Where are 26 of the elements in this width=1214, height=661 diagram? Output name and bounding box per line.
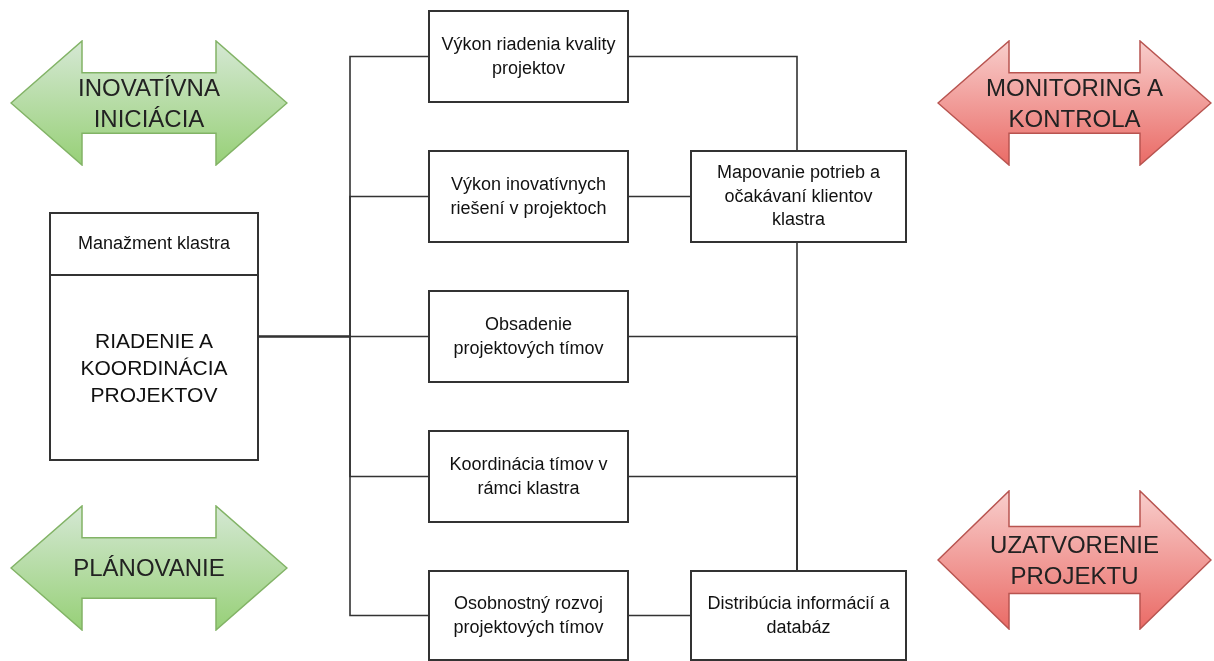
process-box	[428, 290, 629, 383]
phase-label: PLÁNOVANIE	[73, 553, 225, 584]
process-box	[428, 430, 629, 523]
box-text: Výkon inovatívnych riešení v projektoch	[449, 173, 608, 220]
box-text: Distribúcia informácií a databáz	[706, 592, 891, 639]
phase-label: UZATVORENIE PROJEKTU	[989, 529, 1160, 591]
box-heading: Manažment klastra	[77, 232, 231, 256]
connector-line	[258, 335, 429, 617]
process-box	[428, 150, 629, 243]
process-box	[428, 570, 629, 661]
connector-line	[628, 475, 798, 571]
connector-line	[628, 195, 691, 198]
process-box	[690, 150, 907, 243]
connector-line	[628, 614, 691, 617]
connector-line	[628, 55, 798, 151]
phase-label: INOVATÍVNA INICIÁCIA	[77, 72, 221, 134]
process-box	[49, 212, 259, 461]
box-text: Výkon riadenia kvality projektov	[440, 33, 617, 80]
box-text: Obsadenie projektových tímov	[452, 313, 605, 360]
process-box	[428, 10, 629, 103]
box-text: Koordinácia tímov v rámci klastra	[448, 453, 609, 500]
process-box	[690, 570, 907, 661]
box-text: Mapovanie potrieb a očakávaní klientov klastra	[715, 161, 882, 232]
box-text: RIADENIE A KOORDINÁCIA PROJEKTOV	[79, 327, 229, 409]
box-text: Osobnostný rozvoj projektových tímov	[452, 592, 605, 639]
phase-label: MONITORING A KONTROLA	[985, 72, 1164, 134]
